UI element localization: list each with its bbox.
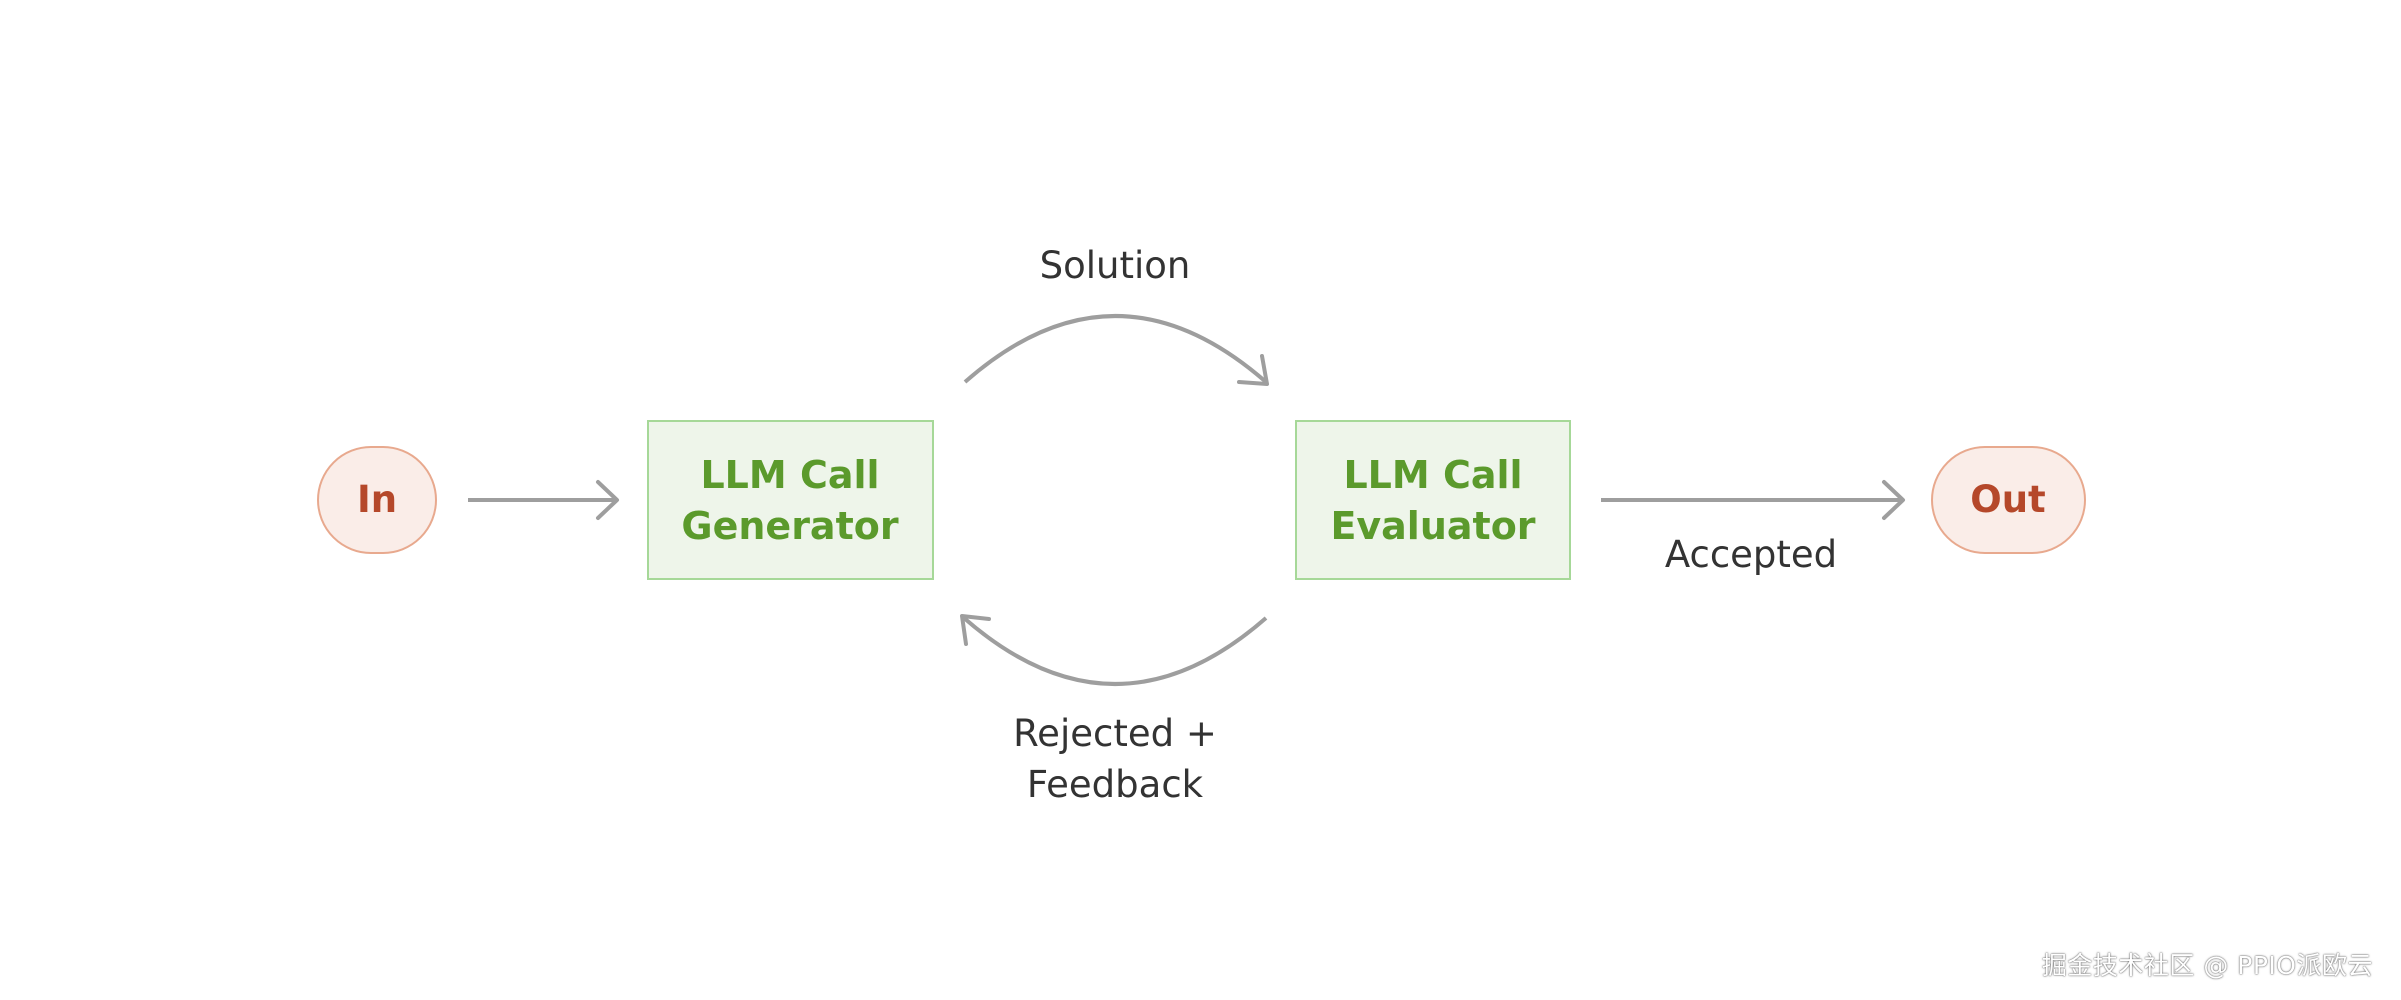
input-node: In xyxy=(317,446,437,554)
watermark-text: 掘金技术社区 @ PPIO派欧云 xyxy=(2041,951,2373,980)
output-node: Out xyxy=(1931,446,2086,554)
evaluator-node-shape xyxy=(1295,420,1571,580)
generator-node-shape xyxy=(647,420,934,580)
feedback-label-line2: Feedback xyxy=(1027,763,1204,806)
arrow-input-to-generator xyxy=(468,480,619,520)
solution-label: Solution xyxy=(1040,244,1191,287)
evaluator-node-label-line2: Evaluator xyxy=(1330,504,1535,548)
accepted-arrow xyxy=(1601,480,1905,520)
output-node-label: Out xyxy=(1970,478,2045,521)
feedback-arrow xyxy=(960,614,1268,686)
input-node-shape xyxy=(317,446,437,554)
input-node-label: In xyxy=(357,478,397,521)
feedback-label-line1: Rejected + xyxy=(1013,712,1217,755)
evaluator-node: LLM Call Evaluator xyxy=(1295,420,1571,580)
output-node-shape xyxy=(1931,446,2086,554)
evaluator-node-label-line1: LLM Call xyxy=(1343,453,1522,497)
generator-node-label-line2: Generator xyxy=(681,504,898,548)
solution-arrow xyxy=(963,314,1269,386)
accepted-label: Accepted xyxy=(1665,533,1837,576)
generator-node-label-line1: LLM Call xyxy=(700,453,879,497)
generator-node: LLM Call Generator xyxy=(647,420,934,580)
